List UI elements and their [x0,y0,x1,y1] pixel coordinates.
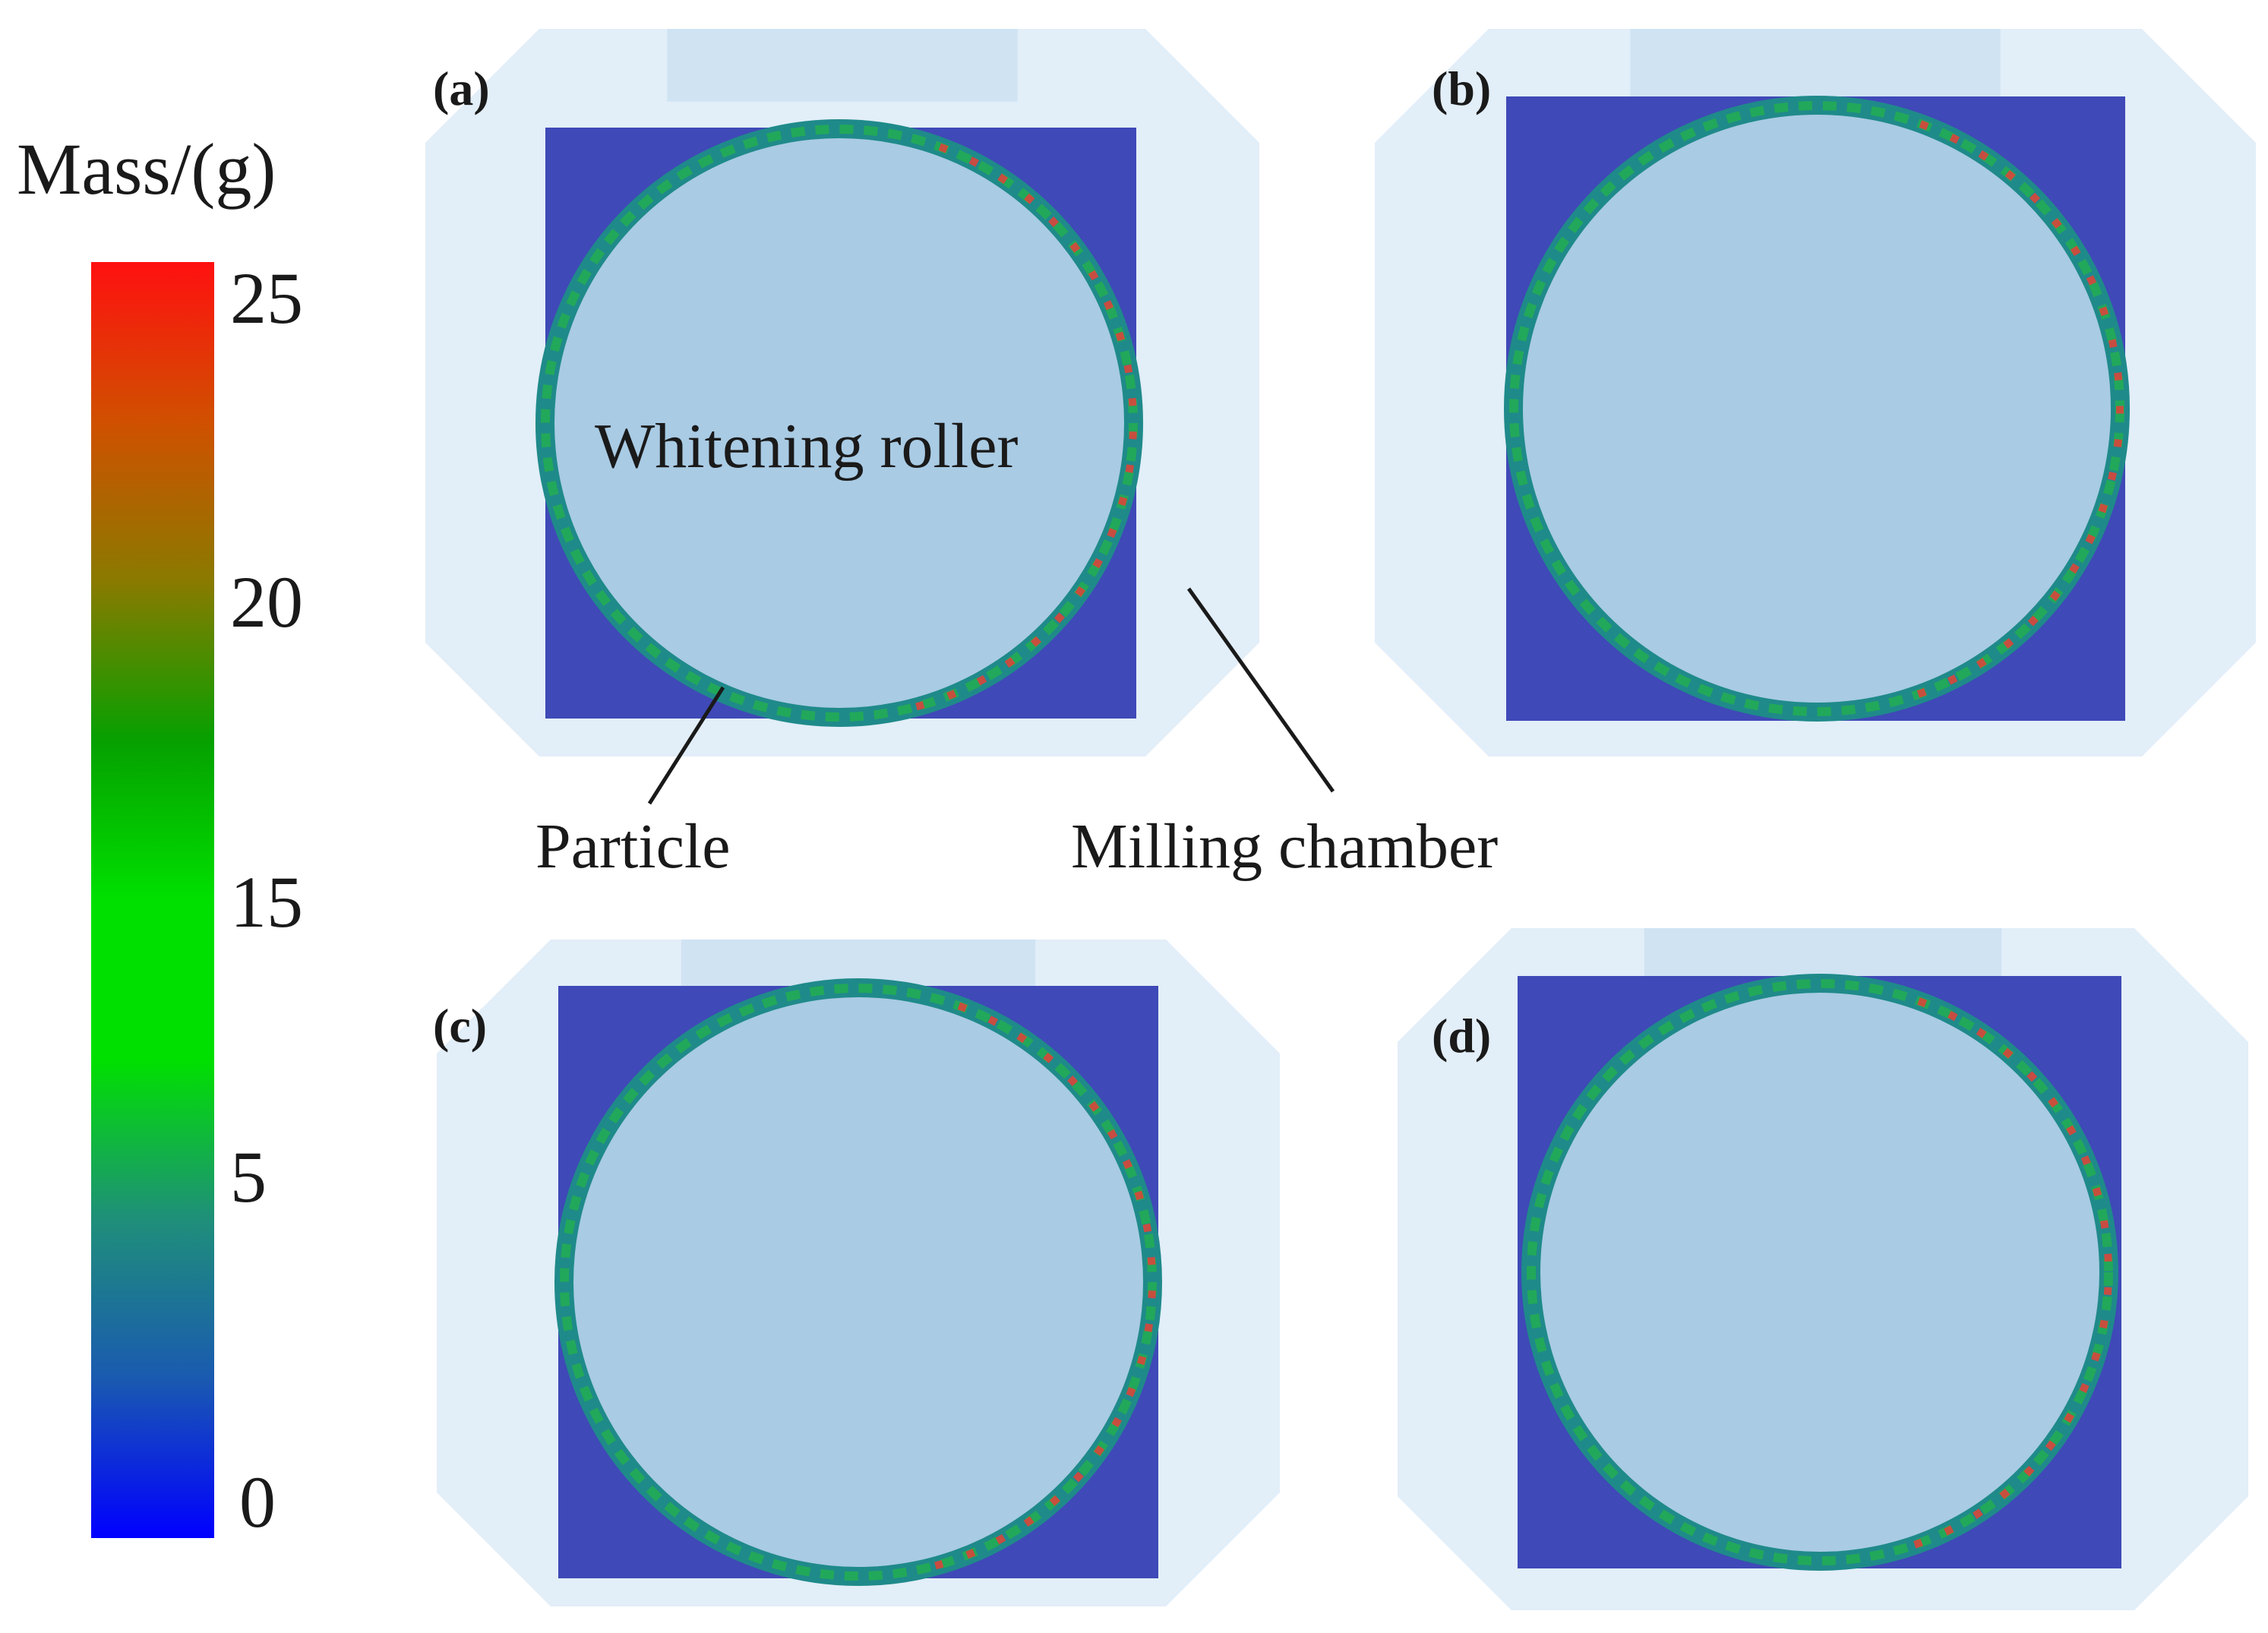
particle-ring-green-d [1527,979,2113,1565]
panel-c [437,940,1280,1606]
particle-ring-hotspots-c [933,1002,1156,1570]
colorbar-tick-20: 20 [230,561,303,643]
particle-leader-line [647,686,725,805]
particle-ring-green-a [541,125,1138,722]
milling-chamber-leader-line [1186,587,1335,793]
particle-label: Particle [535,811,731,882]
panel-label-b: (b) [1432,62,1491,115]
chamber-slot-b [1630,29,2001,102]
colorbar-tick-0: 0 [239,1461,276,1543]
particle-ring-hotspots-a [914,143,1137,711]
panel-a [425,29,1259,756]
colorbar-tick-15: 15 [230,861,303,943]
chamber-slot-a [667,29,1018,102]
colorbar-strip [91,262,214,1538]
whitening-roller-b [1523,115,2111,703]
whitening-roller-c [573,997,1143,1567]
whitening-roller-a [554,138,1124,708]
particle-ring-green-c [560,984,1157,1581]
colorbar-tick-25: 25 [230,257,303,339]
panel-label-c: (c) [433,999,487,1053]
whitening-roller-label: Whitening roller [595,411,1019,482]
colorbar-title: Mass/(g) [17,128,276,210]
whitening-roller-d [1540,993,2099,1552]
panel-label-d: (d) [1432,1009,1491,1063]
milling-chamber-label: Milling chamber [1071,811,1498,882]
colorbar-tick-5: 5 [230,1136,267,1218]
panel-b [1375,29,2256,756]
panel-d [1398,928,2248,1610]
panel-label-a: (a) [433,62,490,115]
colorbar: Mass/(g) 25 20 15 5 0 [17,128,303,1543]
